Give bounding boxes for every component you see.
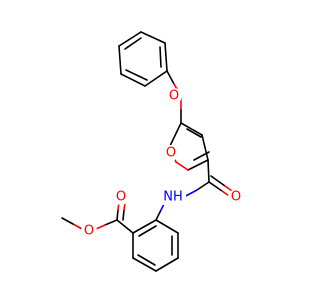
bond bbox=[210, 175, 226, 187]
bond bbox=[61, 217, 74, 225]
atom-label-background bbox=[81, 223, 97, 239]
benzoate-ring bbox=[132, 219, 179, 272]
atom-labels: O O O NH O O bbox=[81, 88, 244, 239]
bond bbox=[118, 45, 122, 75]
bond bbox=[122, 209, 125, 221]
ester-carbonyl-oxygen-label: O bbox=[116, 190, 126, 205]
atom-label-background bbox=[113, 189, 129, 205]
bond bbox=[140, 31, 166, 44]
amide-oxygen-label: O bbox=[231, 190, 241, 205]
bond bbox=[155, 257, 179, 272]
bond bbox=[155, 219, 179, 234]
amide-nitrogen-label: NH bbox=[163, 190, 183, 205]
bond bbox=[169, 122, 182, 147]
bond bbox=[175, 161, 189, 171]
bond bbox=[118, 31, 142, 47]
atom-label-background bbox=[166, 88, 182, 104]
bond bbox=[95, 224, 106, 230]
bond bbox=[193, 151, 210, 161]
bond bbox=[124, 37, 142, 50]
methyl-ester bbox=[61, 201, 134, 234]
furan-oxygen-label: O bbox=[166, 146, 176, 161]
bond bbox=[132, 257, 157, 272]
bond bbox=[159, 203, 165, 213]
atom-label-background bbox=[161, 188, 186, 205]
bond bbox=[144, 70, 168, 87]
bond bbox=[201, 134, 209, 161]
phenyl-ring bbox=[118, 31, 168, 87]
bond bbox=[155, 211, 161, 221]
molecule-diagram: O O O NH O O bbox=[61, 31, 244, 272]
bond bbox=[196, 181, 210, 191]
atom-label-background bbox=[228, 189, 244, 205]
bond bbox=[207, 159, 210, 183]
atom-label-background bbox=[163, 145, 179, 161]
bond bbox=[132, 219, 157, 234]
bond bbox=[186, 128, 202, 138]
bond bbox=[72, 223, 83, 230]
molecule-structure: O O O NH O O bbox=[61, 31, 244, 272]
bond bbox=[180, 122, 203, 136]
bond bbox=[138, 225, 157, 237]
bond bbox=[116, 219, 134, 234]
ester-oxygen-label: O bbox=[84, 224, 94, 239]
bond bbox=[164, 42, 168, 72]
ether-oxygen-label: O bbox=[169, 89, 179, 104]
bond bbox=[104, 219, 118, 226]
bond bbox=[208, 181, 223, 192]
bond bbox=[159, 46, 162, 68]
bond bbox=[137, 254, 156, 266]
bond bbox=[116, 209, 119, 221]
bond bbox=[125, 69, 148, 81]
bond bbox=[166, 70, 175, 85]
bond bbox=[224, 185, 233, 192]
amide-group bbox=[155, 159, 233, 221]
bond bbox=[120, 73, 146, 87]
bond bbox=[187, 159, 209, 171]
